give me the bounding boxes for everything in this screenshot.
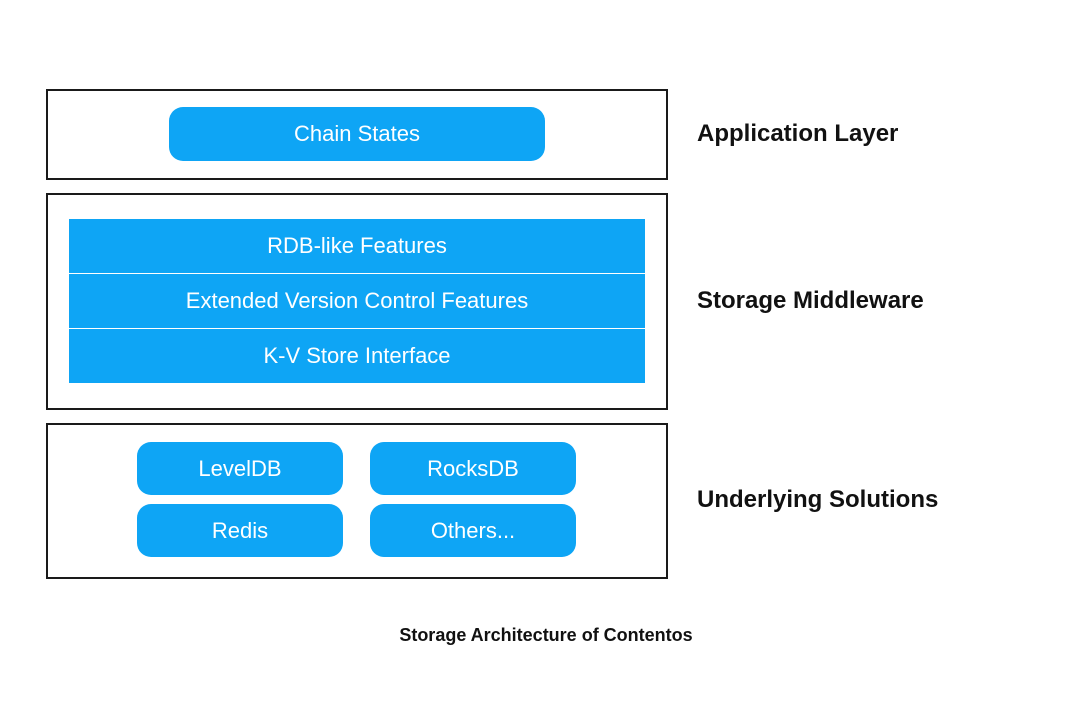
diagram-caption: Storage Architecture of Contentos: [399, 625, 693, 645]
underlying-solutions-label: Underlying Solutions: [697, 486, 939, 513]
application-layer-label: Application Layer: [697, 120, 899, 147]
storage-middleware-label: Storage Middleware: [697, 287, 924, 314]
chain-states-block: Chain States: [169, 107, 545, 161]
redis-block: Redis: [137, 504, 343, 557]
extended-version-control-block: Extended Version Control Features: [69, 274, 645, 329]
application-layer-box: Chain States: [46, 89, 668, 180]
rocksdb-block: RocksDB: [370, 442, 576, 495]
underlying-solutions-box: LevelDB RocksDB Redis Others...: [46, 423, 668, 579]
kv-store-interface-block: K-V Store Interface: [69, 329, 645, 383]
rdb-like-features-block: RDB-like Features: [69, 219, 645, 274]
storage-middleware-box: RDB-like Features Extended Version Contr…: [46, 193, 668, 410]
others-block: Others...: [370, 504, 576, 557]
leveldb-block: LevelDB: [137, 442, 343, 495]
middleware-stack: RDB-like Features Extended Version Contr…: [69, 219, 645, 383]
